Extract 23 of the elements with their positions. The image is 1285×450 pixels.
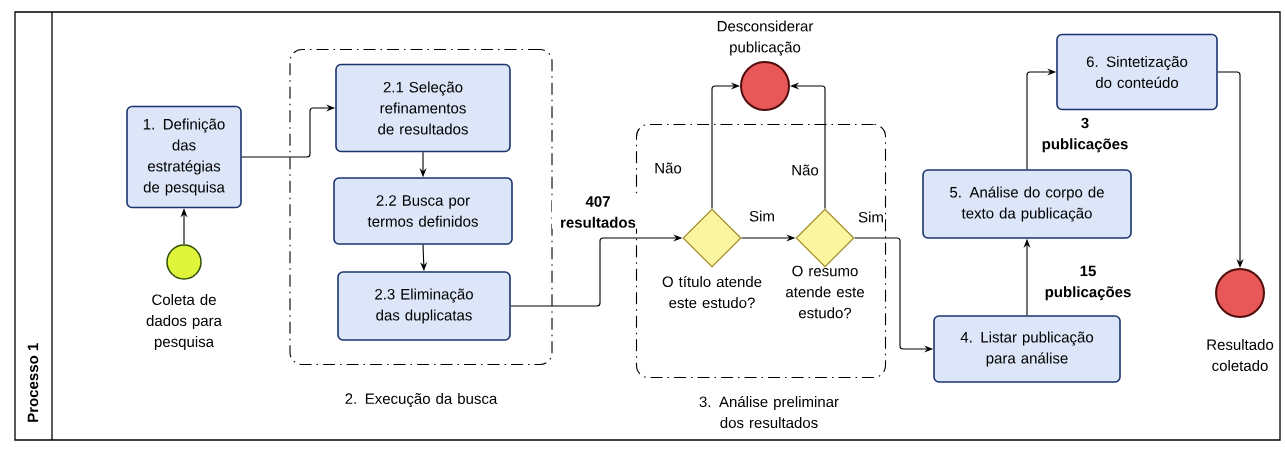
task-box: 1. Definição das estratégias de pesquisa [126,105,242,209]
task-box: 2.1 Seleção refinamentos de resultados [335,63,511,153]
edge-label: 407 resultados [552,195,644,229]
arrow [711,82,740,209]
event-label: Coleta de dados para pesquisa [146,294,222,350]
arrow [1217,71,1244,268]
edge-label: 3 publicações [1034,116,1136,154]
event-label: Desconsiderar publicação [717,20,814,56]
decision-label: O resumo atende este estudo? [786,265,864,319]
decision-label: O título atende este estudo? [662,275,762,309]
event-label: Resultado coletado [1207,339,1274,371]
edge-label: Sim [748,209,776,223]
edge-label: Não [653,161,683,175]
task-box: 4. Listar publicação para análise [933,315,1121,383]
edge-label: Não [790,163,820,177]
group-label: 2. Execução da busca [345,393,498,408]
task-box: 2.3 Eliminação das duplicatas [337,271,511,341]
task-box: 2.2 Busca por termos definidos [333,177,513,245]
edge-label: 15 publicações [1037,264,1139,302]
edge-label: Sim [857,210,885,224]
task-box: 6. Sintetização do conteúdo [1056,33,1218,111]
group-label: 3. Análise preliminar dos resultados [699,395,839,429]
task-box: 5. Análise do corpo de texto da publicação [922,169,1132,239]
